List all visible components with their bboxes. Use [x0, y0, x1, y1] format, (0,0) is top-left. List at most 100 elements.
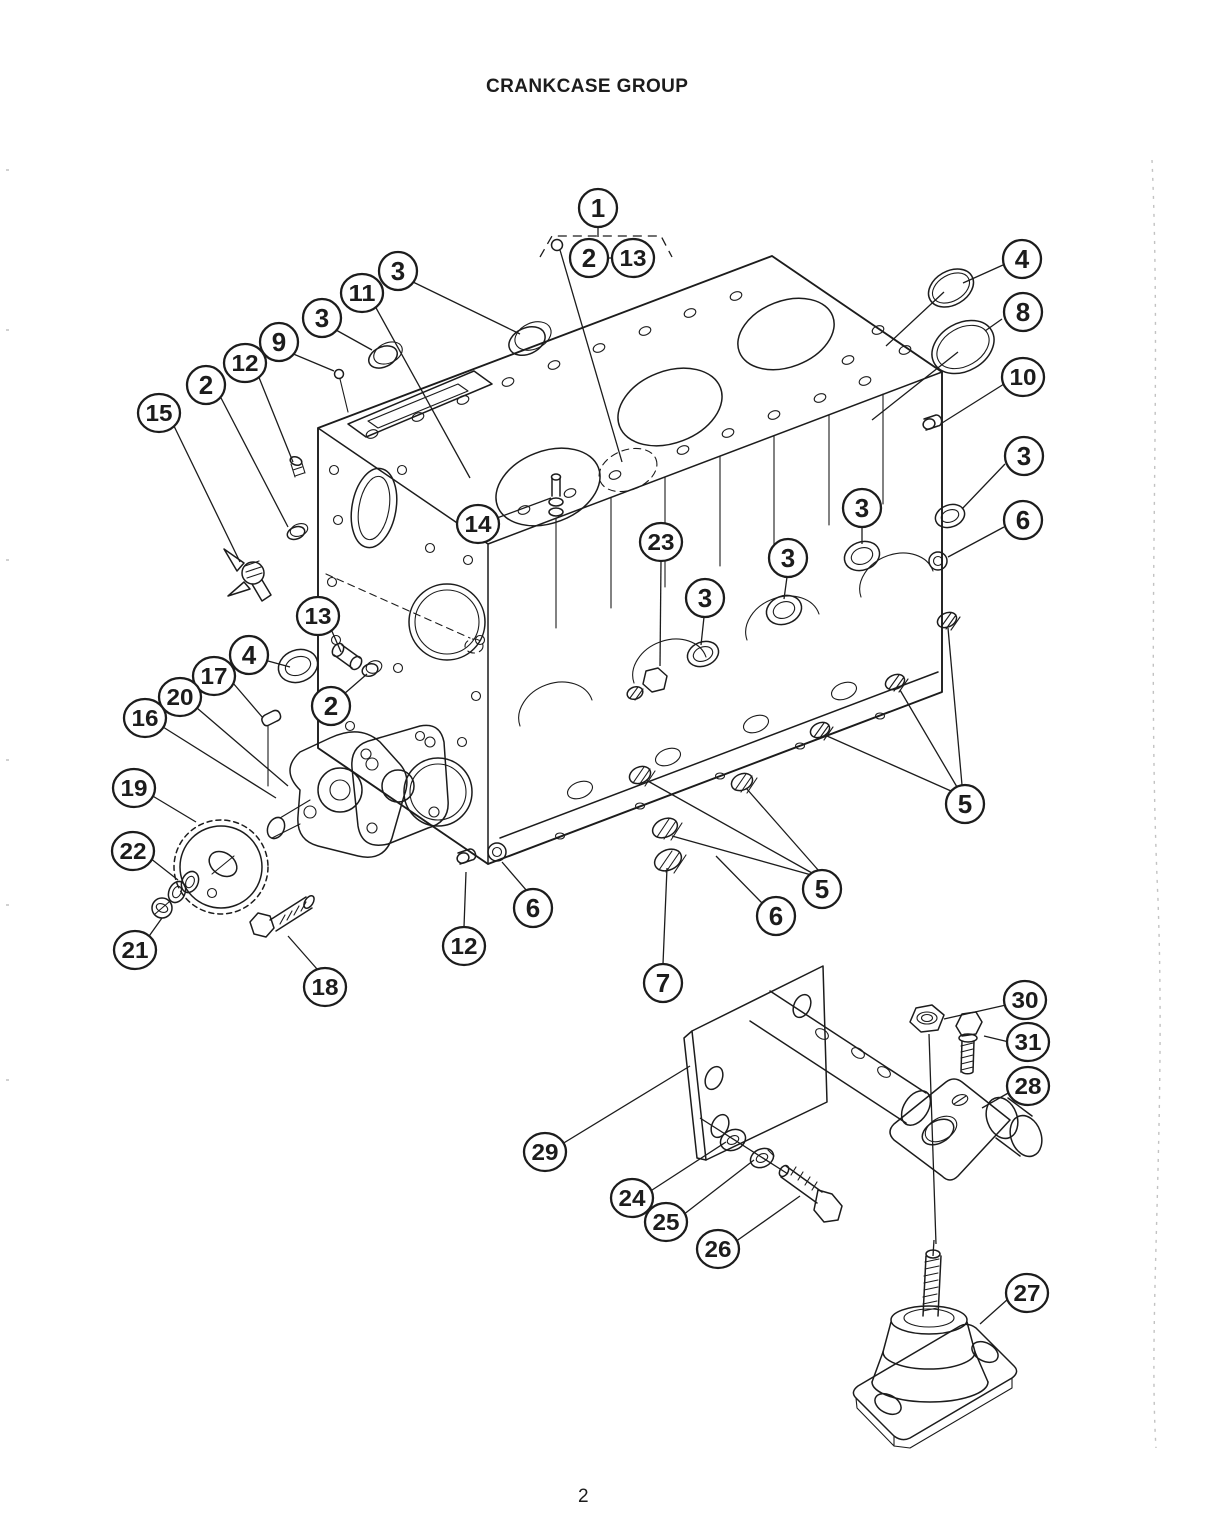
svg-text:3: 3 [855, 493, 869, 523]
svg-text:4: 4 [242, 640, 257, 670]
leader-line [826, 735, 952, 792]
washers-22 [167, 870, 200, 904]
leader-line [330, 628, 342, 653]
leader-line [899, 689, 958, 788]
callout-17: 17 [191, 655, 237, 697]
svg-text:4: 4 [1015, 244, 1030, 274]
nut-30 [909, 1004, 945, 1245]
leader-line [162, 726, 277, 799]
callout-6: 6 [755, 895, 797, 937]
callout-11: 11 [339, 272, 385, 314]
svg-text:21: 21 [122, 937, 149, 963]
callout-15: 15 [136, 392, 182, 434]
leader-line [682, 1159, 755, 1216]
leader-line [645, 779, 813, 874]
leader-line [941, 383, 1005, 424]
leader-line [979, 1298, 1009, 1325]
svg-text:6: 6 [769, 901, 783, 931]
svg-text:3: 3 [781, 543, 795, 573]
timing-pin-13 [331, 642, 363, 671]
svg-text:27: 27 [1014, 1280, 1041, 1306]
svg-text:31: 31 [1015, 1029, 1042, 1055]
leader-line [463, 871, 467, 928]
callout-2: 2 [310, 685, 352, 727]
front-face [325, 464, 486, 827]
callout-23: 23 [638, 521, 684, 563]
pipe-plugs-bottom [456, 765, 758, 874]
callout-27: 27 [1004, 1272, 1050, 1314]
leader-line [659, 560, 662, 667]
callout-4: 4 [1001, 238, 1043, 280]
svg-text:29: 29 [532, 1139, 559, 1165]
leader-line [287, 935, 318, 970]
leader-line [232, 682, 264, 719]
reference-point [550, 238, 564, 252]
callout-5: 5 [944, 783, 986, 825]
seal-ring-4-lower [277, 648, 319, 684]
callout-12: 12 [441, 925, 487, 967]
svg-text:30: 30 [1012, 987, 1039, 1013]
svg-text:12: 12 [232, 350, 259, 376]
callout-3: 3 [841, 487, 883, 529]
fitting-23 [626, 667, 668, 701]
callout-5: 5 [801, 868, 843, 910]
leader-line [700, 616, 705, 646]
mounting-plate-29 [683, 965, 828, 1161]
svg-text:6: 6 [1016, 505, 1030, 535]
leader-line [961, 463, 1006, 510]
svg-text:9: 9 [272, 327, 286, 357]
callout-26: 26 [695, 1228, 741, 1270]
svg-text:2: 2 [199, 370, 213, 400]
o-rings-4-8 [871, 268, 995, 421]
nut-21 [151, 897, 173, 919]
svg-text:13: 13 [620, 245, 647, 271]
lock-washer-25 [749, 1147, 775, 1169]
bolt-26 [778, 1164, 843, 1223]
svg-text:19: 19 [121, 775, 148, 801]
svg-text:26: 26 [705, 1236, 732, 1262]
svg-text:10: 10 [1010, 364, 1037, 390]
callout-13: 13 [295, 595, 341, 637]
svg-text:2: 2 [324, 691, 338, 721]
leader-line [745, 787, 820, 872]
callout-20: 20 [157, 676, 203, 718]
engine-block [317, 255, 943, 865]
leader-line [149, 857, 179, 881]
leader-line [671, 835, 816, 877]
leader-line [947, 526, 1005, 558]
svg-text:18: 18 [312, 974, 339, 1000]
engine-mount-27 [852, 1239, 1018, 1449]
callout-16: 16 [122, 697, 168, 739]
callout-4: 4 [228, 634, 270, 676]
callout-18: 18 [302, 966, 348, 1008]
leader-line [734, 1195, 801, 1243]
svg-text:14: 14 [465, 511, 492, 537]
leader-line [984, 318, 1003, 332]
svg-text:1: 1 [591, 193, 605, 223]
callout-2: 2 [185, 364, 227, 406]
leader-line [257, 374, 294, 463]
leader-line [496, 497, 552, 519]
leader-line [172, 423, 241, 563]
callout-14: 14 [455, 503, 501, 545]
key-20 [261, 709, 282, 787]
deck-holes [365, 291, 912, 515]
svg-text:8: 8 [1016, 297, 1030, 327]
callout-19: 19 [111, 767, 157, 809]
callout-13: 13 [610, 237, 656, 279]
hex-plug-6-right [928, 551, 948, 571]
svg-text:17: 17 [201, 663, 228, 689]
drain-petcock-15 [223, 548, 272, 602]
callout-25: 25 [643, 1201, 689, 1243]
leader-line [559, 249, 623, 463]
svg-text:6: 6 [526, 893, 540, 923]
cylinder-bores [495, 297, 835, 527]
callout-2: 2 [568, 237, 610, 279]
set-screws-5-right [809, 611, 961, 741]
svg-text:3: 3 [1017, 441, 1031, 471]
callout-3: 3 [301, 297, 343, 339]
svg-text:12: 12 [451, 933, 478, 959]
leader-line [983, 1035, 1010, 1043]
